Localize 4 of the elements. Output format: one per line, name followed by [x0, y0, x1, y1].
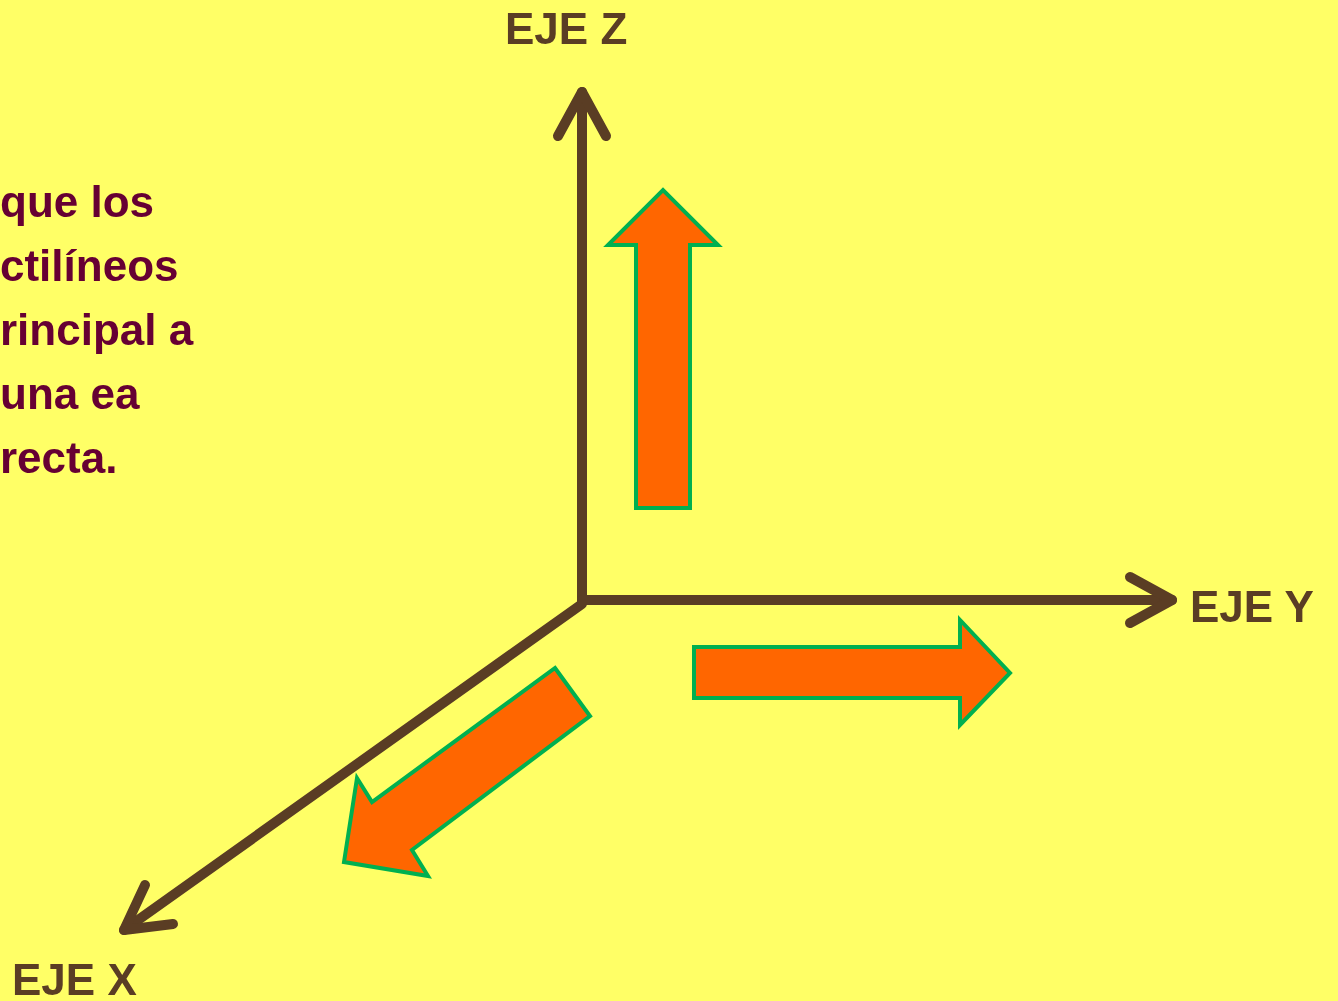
axis-label: EJE Z: [505, 4, 628, 54]
axis-label: EJE Y: [1190, 582, 1314, 632]
axis-label: EJE X: [12, 955, 137, 1001]
body-text: que los ctilíneos rincipal a una ea recta.: [0, 176, 195, 484]
